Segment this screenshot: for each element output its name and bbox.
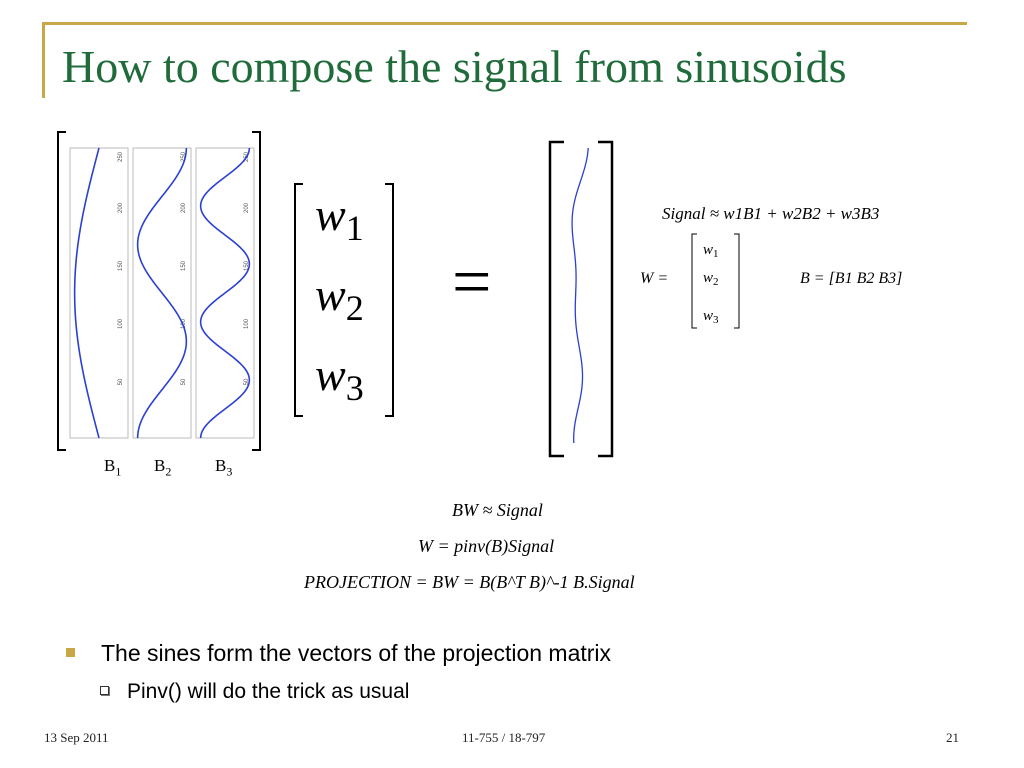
tick-label: 200 bbox=[118, 202, 124, 213]
tick-label: 150 bbox=[181, 260, 187, 271]
basis-label-b1: B1 bbox=[104, 456, 122, 479]
plot-panel-b2 bbox=[132, 147, 192, 439]
right-bracket bbox=[252, 131, 261, 451]
tick-label: 150 bbox=[118, 260, 124, 271]
bullet-level2-text: Pinv() will do the trick as usual bbox=[127, 680, 410, 703]
tick-label: 250 bbox=[118, 151, 124, 162]
slide-frame-horizontal bbox=[42, 22, 967, 25]
equation-projection: PROJECTION = BW = B(B^T B)^-1 B.Signal bbox=[304, 572, 635, 592]
footer-date: 13 Sep 2011 bbox=[44, 730, 109, 745]
slide-frame-vertical bbox=[42, 22, 45, 98]
tick-label: 200 bbox=[244, 202, 250, 213]
tick-label: 250 bbox=[181, 151, 187, 162]
w-definition-label: W = bbox=[640, 270, 669, 287]
bullet-level1-text: The sines form the vectors of the projec… bbox=[101, 640, 612, 666]
tick-label: 200 bbox=[181, 202, 187, 213]
w-vec-item-1: w1 bbox=[703, 242, 719, 260]
sinusoid-curve-b2 bbox=[136, 147, 188, 439]
signal-vector bbox=[548, 140, 614, 458]
footer-course: 11-755 / 18-797 bbox=[462, 730, 546, 745]
weight-w2: w2 bbox=[315, 269, 364, 328]
weight-vector: w1 w2 w3 bbox=[294, 183, 394, 417]
basis-label-b2: B2 bbox=[154, 456, 172, 479]
w-definition-vector: w1 w2 w3 bbox=[691, 233, 740, 329]
signal-curve bbox=[571, 147, 589, 444]
basis-plots: 250 200 150 100 50 250 200 150 100 50 25… bbox=[57, 131, 261, 451]
tick-label: 50 bbox=[244, 378, 250, 385]
footer-page-number: 21 bbox=[946, 730, 959, 745]
basis-label-b3: B3 bbox=[215, 456, 233, 479]
plot-panel-b1 bbox=[69, 147, 129, 439]
slide-title: How to compose the signal from sinusoids bbox=[62, 41, 847, 92]
w-vec-item-3: w3 bbox=[703, 308, 719, 326]
bullet-level1: The sines form the vectors of the projec… bbox=[66, 640, 611, 667]
equation-bw-approx-signal: BW ≈ Signal bbox=[452, 500, 543, 520]
equation-w-pinv: W = pinv(B)Signal bbox=[418, 536, 555, 556]
bullet-level2: Pinv() will do the trick as usual bbox=[100, 680, 409, 704]
weight-w1: w1 bbox=[315, 189, 364, 248]
tick-label: 100 bbox=[118, 318, 124, 329]
sinusoid-curve-b3 bbox=[199, 147, 251, 439]
tick-label: 50 bbox=[118, 378, 124, 385]
tick-label: 100 bbox=[244, 318, 250, 329]
sinusoid-curve-b1 bbox=[73, 147, 100, 439]
weight-w3: w3 bbox=[315, 349, 364, 408]
square-bullet-icon bbox=[66, 648, 75, 658]
plot-panel-b3 bbox=[195, 147, 255, 439]
equals-sign: = bbox=[452, 244, 492, 321]
tick-label: 150 bbox=[244, 260, 250, 271]
tick-label: 50 bbox=[181, 378, 187, 385]
signal-sum-equation: Signal ≈ w1B1 + w2B2 + w3B3 bbox=[662, 204, 880, 223]
w-vec-item-2: w2 bbox=[703, 270, 719, 288]
left-bracket bbox=[57, 131, 66, 451]
tick-label: 100 bbox=[181, 318, 187, 329]
b-definition-equation: B = [B1 B2 B3] bbox=[800, 270, 903, 287]
hollow-square-bullet-icon bbox=[100, 685, 109, 695]
